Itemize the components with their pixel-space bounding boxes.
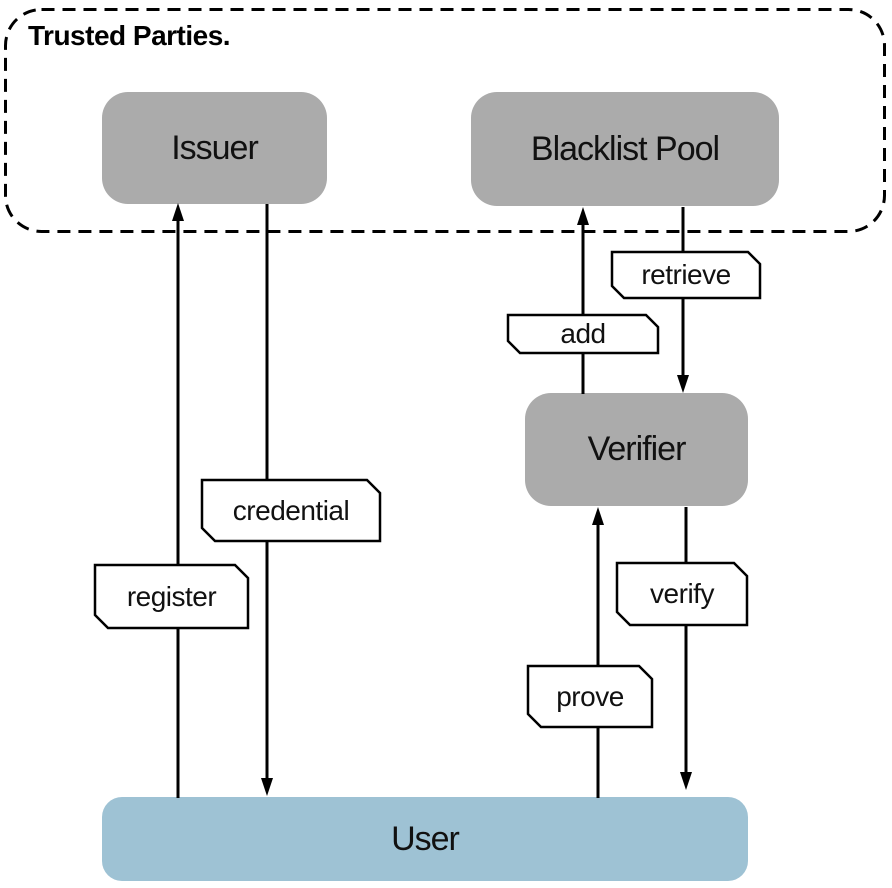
node-issuer-label: Issuer — [171, 128, 259, 167]
edge-label-credential: credential — [232, 494, 350, 526]
edge-label-retrieve-shape — [610, 250, 762, 300]
edge-label-register-shape — [93, 563, 250, 630]
node-user: User — [102, 797, 748, 881]
node-verifier-label: Verifier — [587, 430, 687, 468]
node-verifier: Verifier — [525, 393, 748, 506]
edge-label-register: register — [126, 580, 217, 612]
edge-label-add-shape — [506, 313, 660, 355]
edge-label-retrieve: retrieve — [641, 259, 731, 290]
node-blacklist-pool: Blacklist Pool — [471, 92, 779, 206]
edge-add-arrow — [577, 207, 589, 394]
edge-label-verify-shape — [615, 561, 749, 627]
edge-verify-arrow — [680, 507, 692, 790]
edge-prove-arrow — [592, 507, 604, 798]
edge-retrieve-arrow — [677, 207, 689, 393]
edge-credential-arrow — [261, 204, 273, 796]
edge-label-verify: verify — [650, 578, 714, 609]
edge-label-add: add — [560, 318, 606, 349]
edge-register-arrow — [172, 203, 184, 798]
edge-label-prove: prove — [556, 680, 624, 712]
node-user-label: User — [391, 819, 460, 858]
trusted-parties-title: Trusted Parties. — [28, 20, 231, 51]
node-issuer: Issuer — [102, 92, 327, 204]
edge-label-credential-shape — [200, 478, 382, 543]
edge-label-prove-shape — [526, 664, 654, 729]
node-blacklist-pool-label: Blacklist Pool — [530, 129, 720, 168]
